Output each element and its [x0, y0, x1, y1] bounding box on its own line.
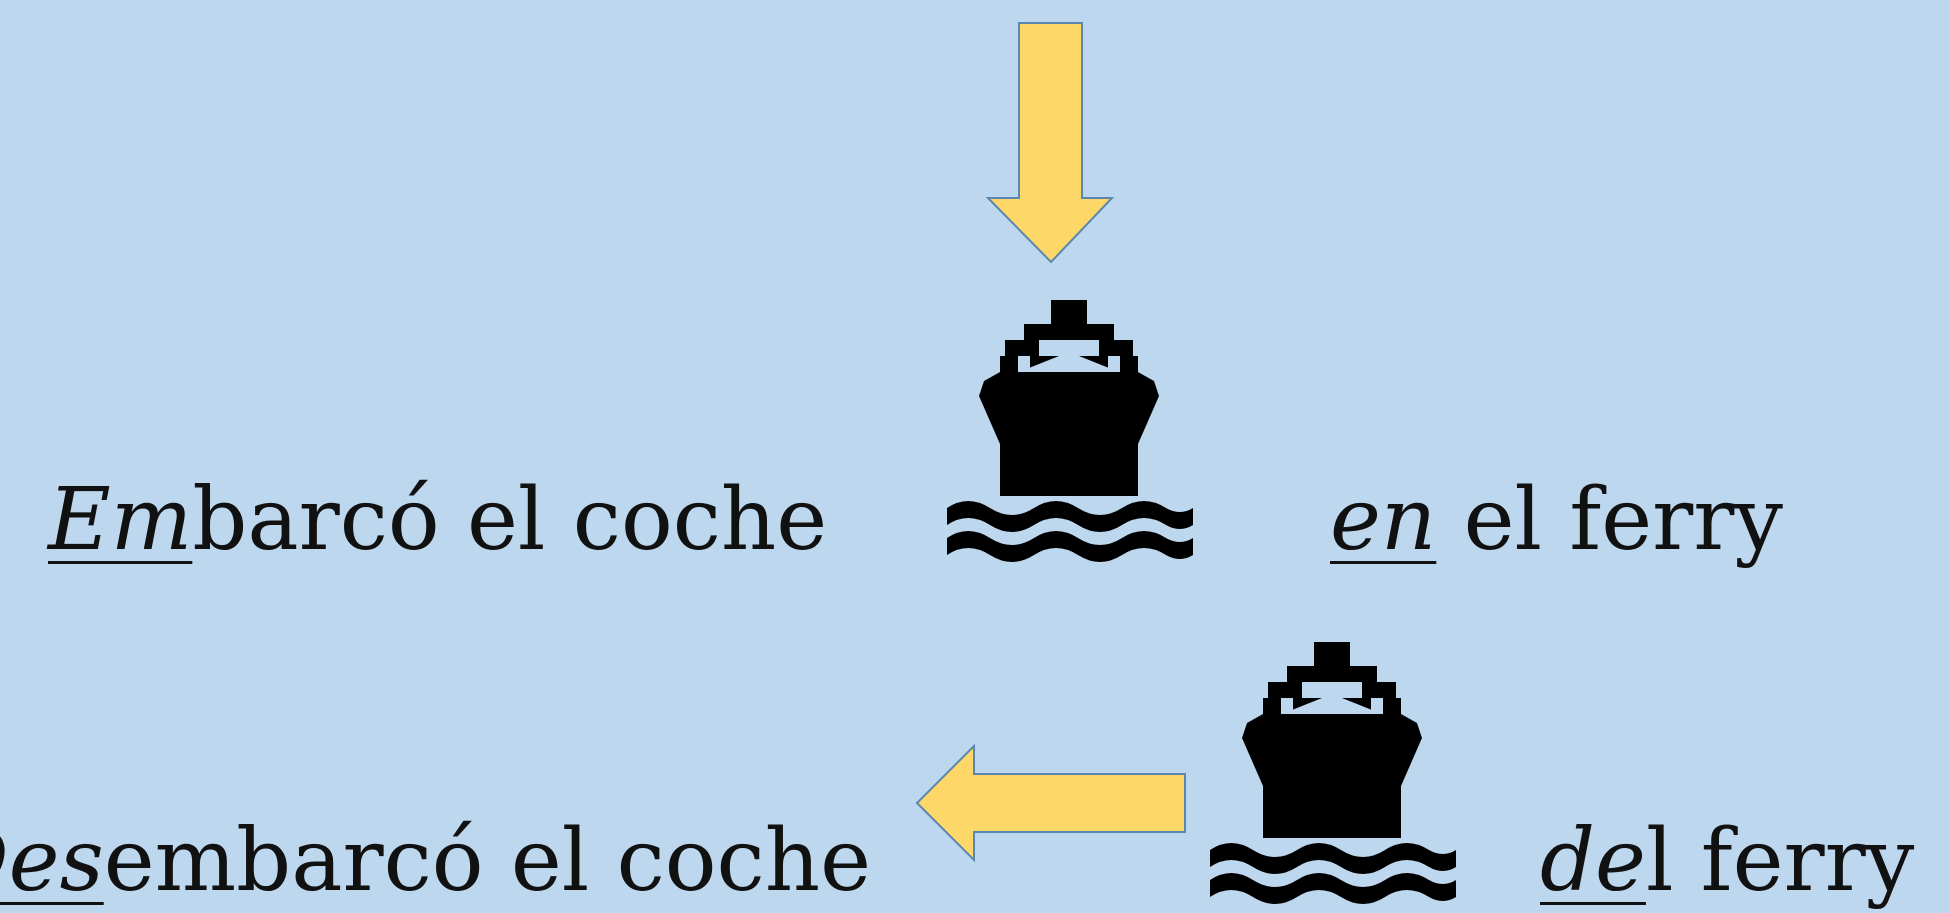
prefix-des: Des: [0, 811, 104, 911]
ferry-icon: [1210, 642, 1456, 904]
phrase-del-ferry-rest: l ferry: [1645, 811, 1915, 911]
phrase-desembarco: Desembarcó el coche: [0, 818, 871, 904]
arrow-down-icon: [985, 22, 1115, 264]
prefix-de: de: [1540, 811, 1646, 911]
prefix-em: Em: [48, 470, 193, 570]
phrase-embarco: Embarcó el coche: [48, 477, 827, 563]
phrase-del-ferry: del ferry: [1540, 818, 1914, 904]
arrow-left-icon: [915, 743, 1186, 863]
phrase-en-el-ferry: en el ferry: [1330, 477, 1783, 563]
prefix-en: en: [1330, 470, 1437, 570]
phrase-embarco-rest: barcó el coche: [192, 470, 828, 570]
ferry-icon: [947, 300, 1193, 562]
phrase-en-el-ferry-rest: el ferry: [1436, 470, 1783, 570]
phrase-desembarco-rest: embarcó el coche: [103, 811, 871, 911]
